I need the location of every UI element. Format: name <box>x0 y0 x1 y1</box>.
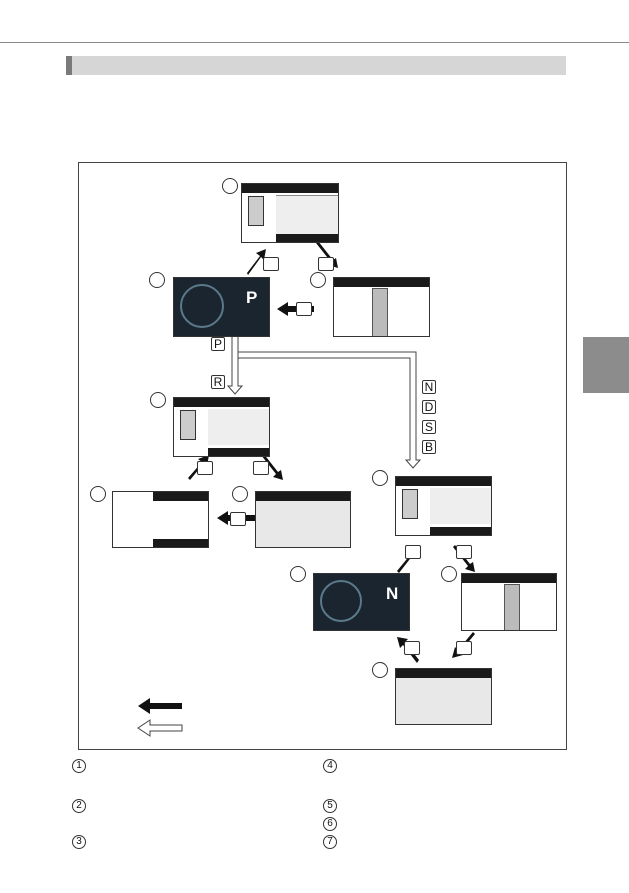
road-icon <box>372 288 388 336</box>
screen-message-bar <box>276 234 338 242</box>
car-topview-icon <box>180 410 196 440</box>
shift-key-n: N <box>422 380 436 394</box>
view-switch-button-icon <box>404 641 420 655</box>
screen-status-bar <box>174 398 269 407</box>
solid-arrow-icon <box>277 302 314 316</box>
view-switch-button-icon <box>197 461 213 475</box>
diagram-frame <box>78 162 567 750</box>
section-bar-marker <box>66 56 72 75</box>
car-topview-icon <box>402 489 418 519</box>
footnote-number: 5 <box>323 799 337 813</box>
hollow-arrow-icon <box>137 719 183 737</box>
screen-status-bar <box>153 492 208 501</box>
header-rule <box>0 42 629 43</box>
camera-screen-icon <box>241 183 339 243</box>
circle-marker-icon <box>232 486 248 502</box>
circle-marker-icon <box>372 470 388 486</box>
camera-view <box>208 409 269 445</box>
circle-marker-icon <box>441 566 457 582</box>
circle-marker-icon <box>222 178 238 194</box>
screen-status-bar <box>396 669 491 678</box>
solid-arrow-icon <box>261 453 283 480</box>
circle-marker-icon <box>149 272 165 288</box>
solid-arrow-icon <box>138 698 182 714</box>
hollow-arrow-icon <box>237 351 422 469</box>
dash-gear-indicator: N <box>386 584 399 603</box>
shift-key-r: R <box>211 375 225 389</box>
camera-screen-icon <box>112 491 209 548</box>
screen-message-bar <box>208 448 269 456</box>
footnote-number: 1 <box>72 759 86 773</box>
view-switch-button-icon <box>405 545 421 559</box>
footnote-number: 3 <box>72 835 86 849</box>
view-switch-button-icon <box>456 545 472 559</box>
screen-status-bar <box>256 492 350 501</box>
screen-status-bar <box>242 184 338 193</box>
section-title-bar <box>66 56 566 75</box>
camera-screen-icon <box>173 397 270 457</box>
gauge-icon <box>320 580 362 622</box>
circle-marker-icon <box>290 566 306 582</box>
view-switch-button-icon <box>253 461 269 475</box>
camera-screen-icon <box>333 277 430 337</box>
camera-screen-icon <box>395 476 492 536</box>
shift-key-p: P <box>211 337 225 351</box>
screen-message-bar <box>153 539 208 547</box>
camera-screen-icon <box>255 491 351 548</box>
gauge-icon <box>180 284 224 328</box>
camera-view <box>276 195 338 235</box>
instrument-cluster-icon: N <box>313 573 410 631</box>
footnote-number: 4 <box>323 759 337 773</box>
view-switch-button-icon <box>263 257 279 271</box>
camera-screen-icon <box>461 573 557 631</box>
footnote-number: 6 <box>323 817 337 831</box>
shift-key-d: D <box>422 400 436 414</box>
circle-marker-icon <box>310 272 326 288</box>
footnote-number: 7 <box>323 835 337 849</box>
road-icon <box>504 584 520 630</box>
screen-status-bar <box>462 574 556 583</box>
dash-gear-indicator: P <box>246 288 258 307</box>
circle-marker-icon <box>90 486 106 502</box>
shift-key-b: B <box>422 440 436 454</box>
footnote-number: 2 <box>72 799 86 813</box>
view-switch-button-icon <box>318 257 334 271</box>
view-switch-button-icon <box>230 512 246 526</box>
instrument-cluster-icon: P <box>173 277 270 337</box>
view-switch-button-icon <box>456 641 472 655</box>
circle-marker-icon <box>372 662 388 678</box>
view-switch-button-icon <box>296 302 312 316</box>
chapter-side-tab <box>583 337 629 393</box>
hollow-arrow-icon <box>226 335 244 395</box>
car-topview-icon <box>248 196 264 226</box>
screen-message-bar <box>430 527 491 535</box>
camera-view <box>430 488 491 524</box>
screen-status-bar <box>334 278 429 287</box>
camera-screen-icon <box>395 668 492 725</box>
circle-marker-icon <box>150 392 166 408</box>
solid-arrow-icon <box>247 249 266 275</box>
shift-key-s: S <box>422 420 436 434</box>
screen-status-bar <box>396 477 491 486</box>
